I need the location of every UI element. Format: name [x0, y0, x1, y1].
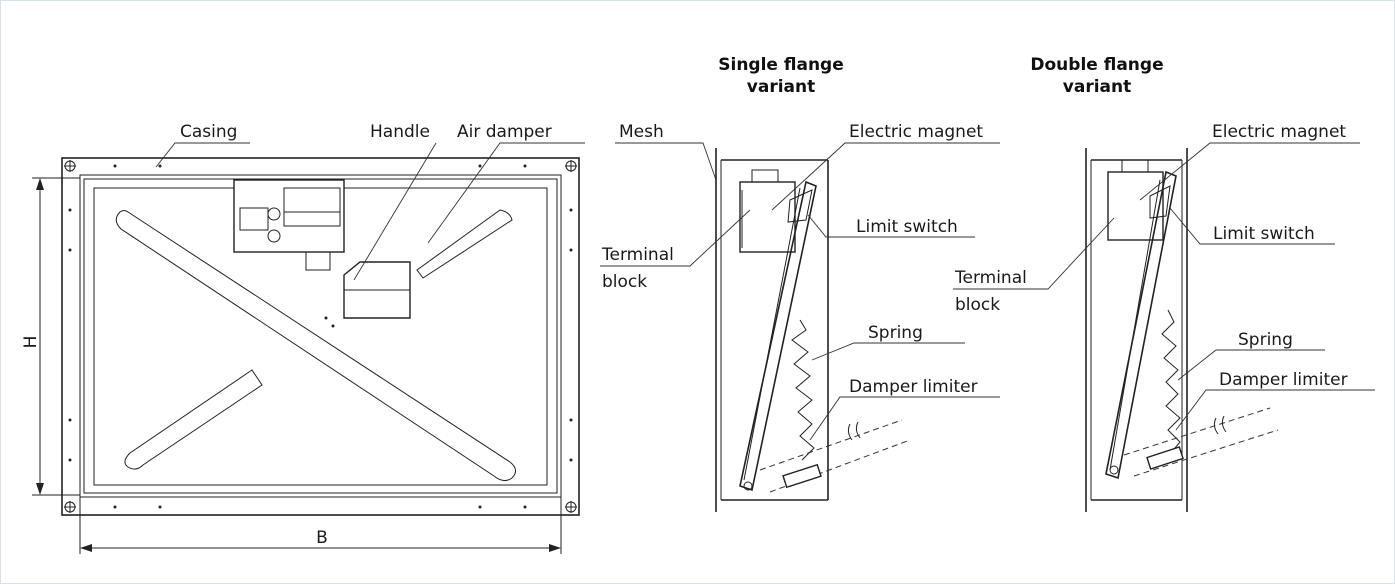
label-limit-switch-single: Limit switch: [856, 217, 958, 237]
label-damper-limiter-single: Damper limiter: [849, 377, 978, 397]
double-flange-title-line2: variant: [1063, 77, 1131, 97]
label-mesh: Mesh: [619, 122, 664, 142]
label-spring-double: Spring: [1238, 330, 1293, 350]
dimension-h-label: H: [21, 336, 41, 349]
single-flange-view: [600, 142, 1000, 512]
label-terminal-single-2: block: [602, 272, 647, 292]
label-damper-limiter-double: Damper limiter: [1219, 370, 1348, 390]
front-view: [32, 142, 585, 554]
label-terminal-single-1: Terminal: [601, 245, 674, 265]
magnet-module: [233, 179, 345, 271]
label-limit-switch-double: Limit switch: [1213, 224, 1315, 244]
label-casing: Casing: [180, 122, 237, 142]
dimension-b: [79, 497, 562, 554]
handle: [324, 261, 411, 328]
casing-outer: [61, 157, 580, 516]
single-flange-title-line1: Single flange: [718, 55, 844, 75]
label-air-damper: Air damper: [457, 122, 552, 142]
label-handle: Handle: [370, 122, 430, 142]
label-electric-magnet-single: Electric magnet: [849, 122, 983, 142]
dimension-h: [32, 177, 80, 496]
double-flange-title-line1: Double flange: [1030, 55, 1163, 75]
dimension-b-label: B: [316, 528, 328, 548]
double-flange-view: [953, 142, 1375, 512]
single-flange-title-line2: variant: [747, 77, 815, 97]
label-terminal-double-1: Terminal: [954, 268, 1027, 288]
damper-blade-stiffeners: [115, 209, 516, 482]
label-electric-magnet-double: Electric magnet: [1212, 122, 1346, 142]
corner-bolts: [64, 160, 577, 513]
label-terminal-double-2: block: [955, 295, 1000, 315]
label-spring-single: Spring: [868, 323, 923, 343]
